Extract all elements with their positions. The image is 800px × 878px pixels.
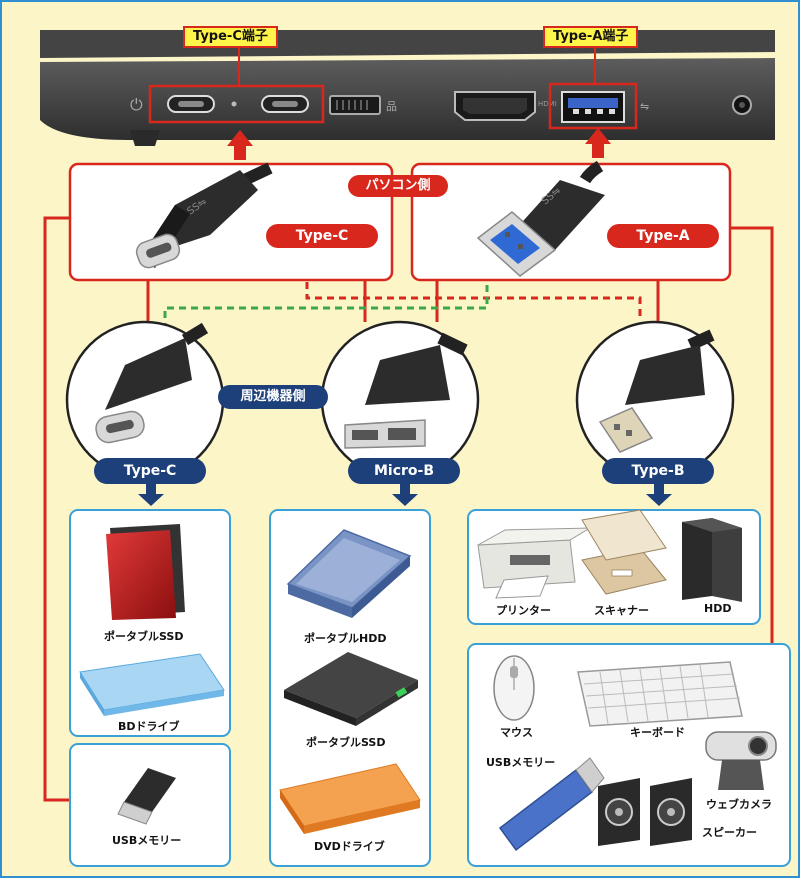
webcam-image [705,731,777,790]
device-typec-plug-image [95,322,209,444]
typea-usb-memory-image [498,757,605,852]
device-microb-label: Micro-B [348,458,460,484]
typea-device-label: スピーカー [702,826,757,839]
mouse-image [493,655,535,721]
green-dashed-lines [163,282,489,330]
typec-portable-ssd-image [106,524,185,620]
typec-usb-device-label: USBメモリー [112,834,182,847]
red-dashed-lines [305,282,642,320]
typea-up-arrow [585,128,611,158]
device-typec-label: Type-C [94,458,206,484]
typea-port-highlight [548,82,638,130]
pc-typec-label: Type-C [266,224,378,248]
typea-device-label: マウス [500,726,533,739]
network-icon: 品 [386,100,397,113]
keyboard-image [577,661,743,727]
usb-ss-icon: ⇋ [640,100,649,113]
typec-bd-drive-image [79,653,225,716]
microb-portable-ssd-image [284,652,418,726]
typea-device-label: ウェブカメラ [706,798,772,811]
typea-device-label: キーボード [630,726,685,739]
device-microb-plug-image [344,332,468,449]
pc-typea-label: Type-A [607,224,719,248]
typec-port-highlight [148,84,325,124]
hdmi-mark: HDMI [538,100,557,108]
external-hdd-image [682,518,742,602]
typec-port-tag: Type-C端子 [183,26,278,48]
typeb-device-label: スキャナー [594,604,649,617]
typec-cable-plug-image: SS⇋ [135,162,273,269]
typeb-device-label: プリンター [496,604,551,617]
typec-up-arrow [227,130,253,160]
device-typeb-plug-image [598,329,715,453]
microb-device-label: ポータブルSSD [306,736,386,749]
typeb-device-label: HDD [704,602,732,615]
typec-device-label: BDドライブ [118,720,180,733]
microb-device-label: ポータブルHDD [304,632,387,645]
typec-usb-memory-image [117,768,176,825]
indicator-led [231,101,237,107]
typea-port-tag: Type-A端子 [543,26,639,48]
typec-device-label: ポータブルSSD [104,630,184,643]
down-arrows [138,484,672,506]
microb-portable-hdd-image [286,529,412,618]
speakers-image [598,778,692,846]
typea-device-label: USBメモリー [486,756,556,769]
device-side-label: 周辺機器側 [218,385,328,409]
device-typec-circle [65,320,225,480]
pc-side-label: パソコン側 [348,175,448,197]
red-connection-lines [43,216,774,802]
device-typeb-label: Type-B [602,458,714,484]
microb-device-label: DVDドライブ [314,840,385,853]
typea-cable-plug-image: SS⇋ [476,160,605,277]
power-plug-icon: ⏻ [130,95,143,114]
microb-dvd-drive-image [279,763,421,834]
scanner-image [581,509,667,595]
